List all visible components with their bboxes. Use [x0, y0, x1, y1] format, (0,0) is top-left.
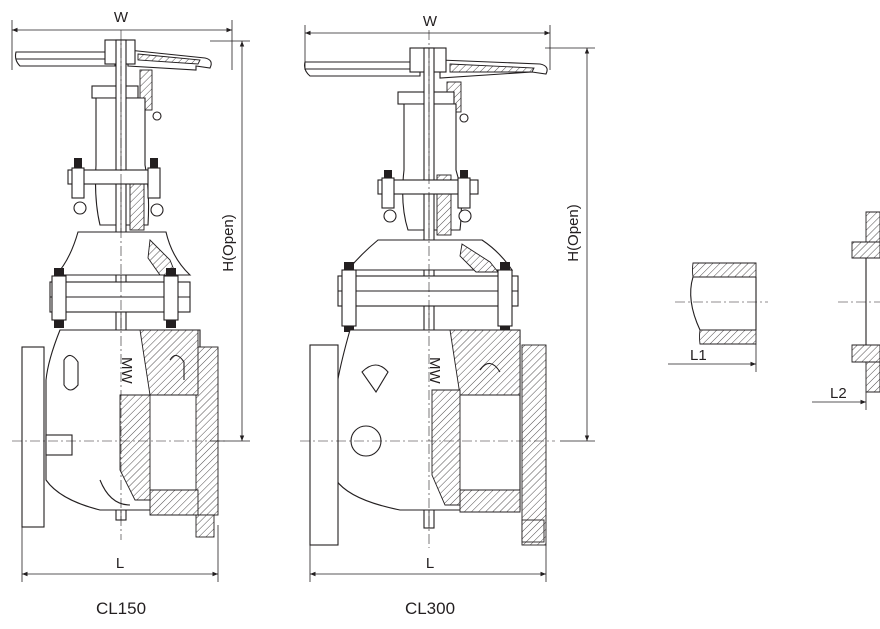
- body-cl300: MW: [309, 329, 547, 546]
- height-label: H(Open): [220, 214, 237, 272]
- dimension-l-cl150: L: [21, 525, 219, 582]
- dimension-h-cl150: H(Open): [210, 40, 250, 442]
- detail-l1: L1: [668, 262, 768, 372]
- svg-text:MW: MW: [426, 357, 443, 384]
- dimension-l-cl300: L: [309, 545, 547, 582]
- length-label: L: [426, 555, 434, 572]
- width-label: W: [423, 13, 438, 30]
- view-caption: CL300: [405, 599, 455, 618]
- length-label: L: [116, 555, 124, 572]
- dimension-w-cl300: W: [304, 13, 551, 70]
- detail-l2: L2: [812, 211, 880, 410]
- detail-label: L2: [830, 385, 847, 402]
- width-label: W: [114, 9, 129, 26]
- detail-label: L1: [690, 347, 707, 364]
- dimension-w-cl150: W: [11, 9, 233, 70]
- body-cl150: MW: [21, 329, 219, 538]
- bonnet-cl300: [337, 239, 519, 332]
- valve-view-cl300: MW W H(Open) L CL300: [300, 13, 595, 618]
- svg-text:MW: MW: [118, 357, 135, 384]
- handwheel-cl300: [304, 47, 548, 123]
- height-label: H(Open): [565, 204, 582, 262]
- bonnet-cl150: [49, 231, 192, 328]
- yoke-cl150: [67, 39, 164, 521]
- valve-view-cl150: MW W H(Open) L CL150: [11, 9, 250, 618]
- view-caption: CL150: [96, 599, 146, 618]
- dimension-h-cl300: H(Open): [545, 47, 595, 442]
